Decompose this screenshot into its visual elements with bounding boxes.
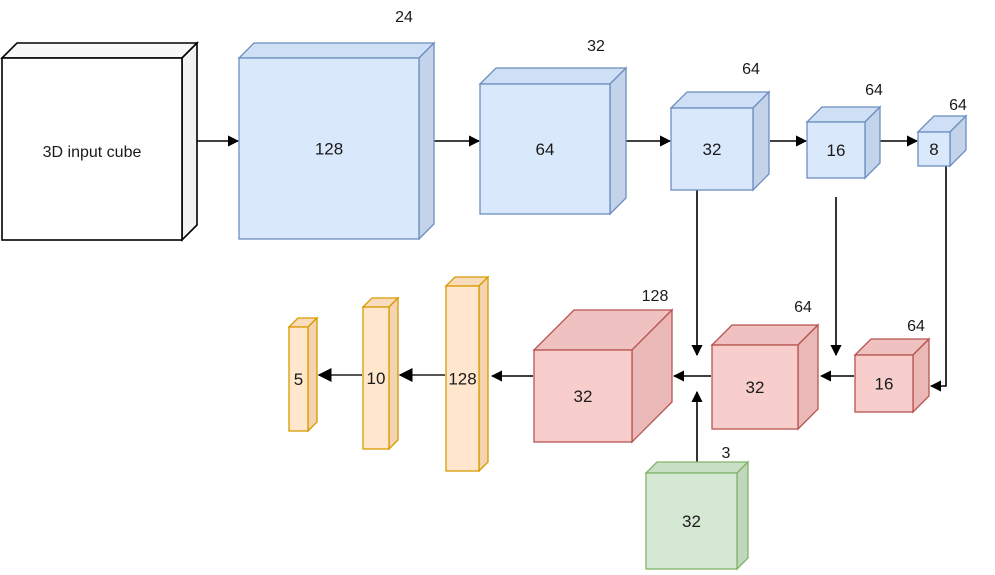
cube-dim-label: 64 [794, 299, 812, 316]
cube-front-face [479, 83, 611, 215]
cube-side-face [752, 90, 770, 192]
cube-fc2: 10 [361, 296, 400, 451]
cube-dim-label: 128 [642, 288, 669, 305]
edge-enc5-to-dec1 [929, 166, 947, 392]
cube-fc3: 5 [287, 316, 319, 433]
cube-front-face [238, 57, 420, 240]
cube-label: 128 [448, 370, 476, 389]
cube-label: 32 [574, 387, 593, 406]
cube-input: 3D input cube [0, 41, 199, 242]
cube-side-face [181, 41, 198, 242]
cube-label: 128 [315, 140, 343, 159]
cube-dim-label: 64 [949, 97, 967, 114]
cube-front-face [917, 131, 951, 167]
cube-top-face [669, 91, 771, 109]
cube-label: 32 [703, 140, 722, 159]
cube-front-face [288, 326, 309, 432]
edges [197, 135, 947, 462]
cube-dim-label: 3 [722, 445, 731, 462]
cube-label: 16 [827, 141, 846, 160]
cube-label: 5 [294, 370, 303, 389]
cube-top-face [237, 42, 436, 59]
cube-front-face [645, 472, 738, 570]
cube-dim-label: 24 [395, 9, 413, 26]
cube-top-face [478, 67, 628, 85]
cube-enc5: 8 64 [916, 97, 968, 168]
cube-label: 10 [367, 369, 386, 388]
cube-label: 32 [746, 378, 765, 397]
cube-enc1: 128 24 [237, 9, 436, 241]
cube-fc1: 128 [444, 275, 490, 473]
cube-front-face [533, 349, 633, 443]
cube-top-face [644, 461, 750, 474]
cube-front-face [711, 344, 799, 430]
cube-front-face [806, 121, 866, 179]
cube-front-face [1, 57, 183, 241]
cube-enc3: 32 64 [669, 61, 771, 192]
cube-dim-label: 64 [865, 82, 883, 99]
cube-side-face [609, 66, 627, 216]
cube-side-face [307, 316, 318, 433]
cube-aux: 32 3 [644, 445, 750, 571]
cube-side-face [388, 296, 399, 451]
cube-front-face [445, 285, 480, 472]
cube-dim-label: 64 [907, 318, 925, 335]
cube-label: 64 [536, 140, 555, 159]
cube-front-face [854, 354, 914, 413]
cube-enc2: 64 32 [478, 38, 628, 216]
cube-dim-label: 32 [587, 38, 605, 55]
cube-label: 32 [682, 512, 701, 531]
cube-top-face [0, 42, 199, 59]
cube-front-face [670, 107, 754, 191]
cube-front-face [362, 306, 390, 450]
cube-side-face [418, 41, 435, 241]
cube-side-face [478, 275, 489, 473]
cube-dim-label: 64 [742, 61, 760, 78]
cube-dec2: 32 64 [710, 299, 820, 431]
cube-dec3: 32 128 [532, 288, 674, 444]
cube-label: 16 [875, 375, 894, 394]
cube-label: 3D input cube [43, 144, 142, 161]
cube-side-face [736, 460, 749, 571]
cube-label: 8 [929, 140, 938, 159]
